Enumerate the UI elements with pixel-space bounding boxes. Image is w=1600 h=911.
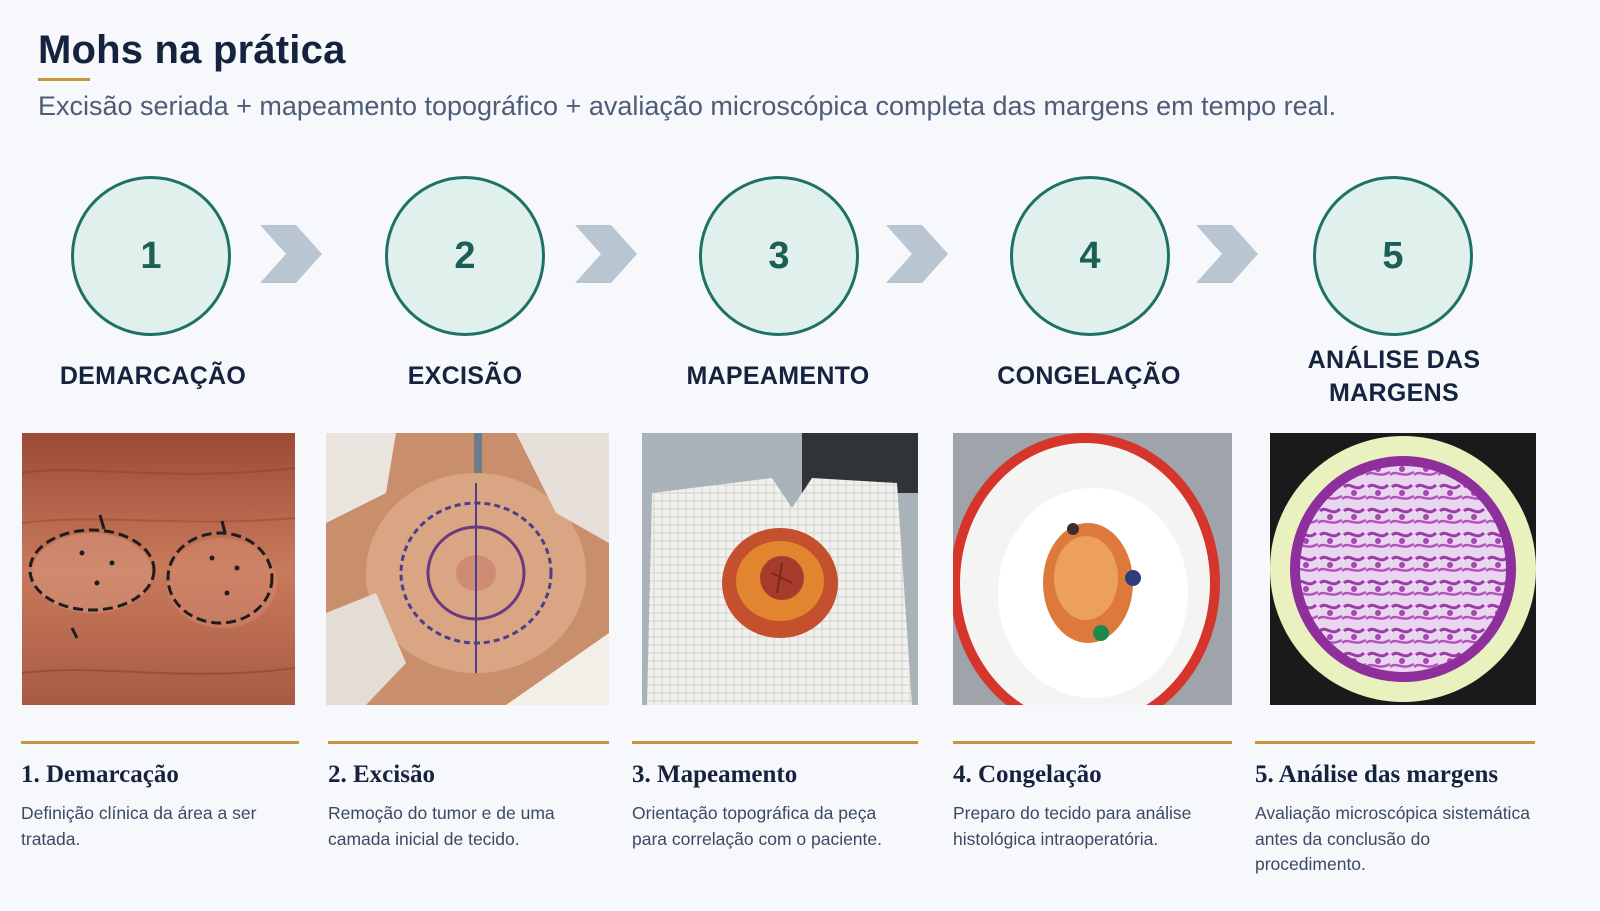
frozen-tissue-specimen-photo: [953, 433, 1232, 705]
step-circle-4: 4: [1010, 176, 1170, 336]
step-label-4: CONGELAÇÃO: [997, 362, 1181, 390]
step-label-5: ANÁLISE DAS MARGENS: [1307, 346, 1481, 407]
card-title-4: 4. Congelação: [953, 761, 1102, 788]
title-underline: [38, 78, 90, 81]
step-circle-3: 3: [699, 176, 859, 336]
step-label-3: MAPEAMENTO: [686, 362, 870, 390]
step-number: 1: [140, 234, 162, 277]
card-description-5: Avaliação microscópica sistemática antes…: [1255, 803, 1530, 874]
page-title: Mohs na prática: [38, 28, 346, 72]
surgical-excision-photo: [326, 433, 609, 705]
card-description-3: Orientação topográfica da peça para corr…: [632, 803, 882, 849]
card-divider: [328, 741, 609, 744]
card-title-1: 1. Demarcação: [21, 761, 179, 788]
card-divider: [1255, 741, 1535, 744]
card-description-4: Preparo do tecido para análise histológi…: [953, 803, 1192, 849]
card-divider: [953, 741, 1232, 744]
card-divider: [632, 741, 918, 744]
step-circle-1: 1: [71, 176, 231, 336]
step-number: 3: [768, 234, 790, 277]
step-number: 4: [1079, 234, 1101, 277]
card-title-2: 2. Excisão: [328, 761, 435, 788]
step-label-2: EXCISÃO: [407, 362, 523, 390]
card-title-5: 5. Análise das margens: [1255, 761, 1499, 788]
step-circle-2: 2: [385, 176, 545, 336]
step-number: 2: [454, 234, 476, 277]
step-label-1: DEMARCAÇÃO: [59, 362, 247, 390]
step-number: 5: [1382, 234, 1404, 277]
chevron-right-icon: [886, 225, 948, 283]
card-description-1: Definição clínica da área a ser tratada.: [21, 803, 257, 849]
marked-skin-lesions-photo: [22, 433, 295, 705]
chevron-right-icon: [260, 225, 322, 283]
card-divider: [21, 741, 299, 744]
step-circle-5: 5: [1313, 176, 1473, 336]
chevron-right-icon: [1196, 225, 1258, 283]
chevron-right-icon: [575, 225, 637, 283]
page-subtitle: Excisão seriada + mapeamento topográfico…: [38, 91, 1337, 121]
card-description-2: Remoção do tumor e de uma camada inicial…: [328, 803, 555, 849]
card-title-3: 3. Mapeamento: [632, 761, 798, 788]
microscopic-slide-photo: [1270, 433, 1536, 705]
tissue-on-gauze-photo: [642, 433, 918, 705]
